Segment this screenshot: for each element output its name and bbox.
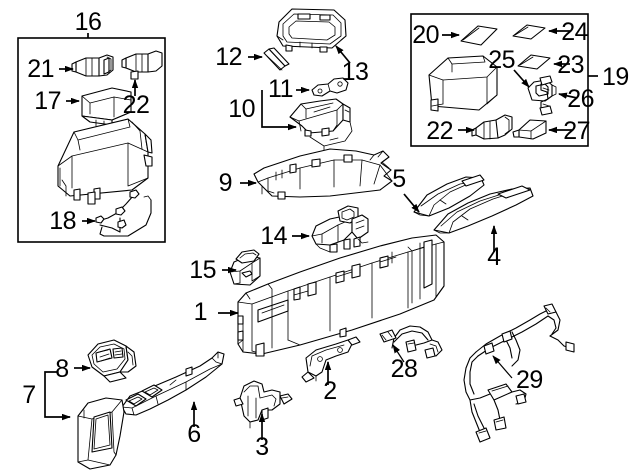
callout-19: 19 bbox=[602, 63, 629, 91]
part-12-console-lid-hinge-rod bbox=[263, 47, 290, 71]
part-24-console-box-lid-pad bbox=[512, 24, 546, 40]
group-box-16 bbox=[17, 33, 166, 243]
callout-27: 27 bbox=[563, 117, 590, 145]
group-16-border bbox=[17, 37, 166, 243]
callout-3: 3 bbox=[255, 433, 268, 461]
part-15-console-control-switch-knob bbox=[229, 249, 261, 286]
callout-8: 8 bbox=[55, 355, 68, 383]
callout-1: 1 bbox=[194, 298, 207, 326]
callout-21: 21 bbox=[27, 55, 54, 83]
part-console-box-body bbox=[428, 55, 498, 112]
part-21-cigarette-lighter-socket bbox=[71, 54, 114, 77]
callout-26: 26 bbox=[567, 85, 594, 113]
callout-24: 24 bbox=[561, 18, 588, 46]
part-11-console-tray-clip bbox=[311, 77, 349, 97]
part-13-console-upper-lid-panel bbox=[276, 8, 347, 53]
callout-5: 5 bbox=[392, 165, 405, 193]
part-2-console-mounting-bracket-right bbox=[301, 336, 361, 383]
callout-20: 20 bbox=[412, 21, 439, 49]
part-20-console-box-upper-pad bbox=[460, 25, 498, 46]
callout-10: 10 bbox=[228, 95, 255, 123]
callout-17: 17 bbox=[34, 87, 61, 115]
callout-25: 25 bbox=[488, 46, 515, 74]
part-18-armrest-wiring-harness bbox=[95, 189, 152, 237]
group-box-19 bbox=[410, 13, 598, 147]
part-26-console-box-hinge-strap bbox=[539, 75, 553, 116]
part-22-power-outlet-socket bbox=[121, 50, 163, 80]
callout-15: 15 bbox=[189, 256, 216, 284]
part-14-shift-control-unit bbox=[311, 205, 369, 253]
part-23-console-box-small-pad bbox=[517, 54, 551, 70]
part-28-console-wiring-harness-short bbox=[379, 325, 443, 359]
callout-14: 14 bbox=[260, 222, 287, 250]
callout-2: 2 bbox=[323, 377, 336, 405]
callout-23: 23 bbox=[557, 51, 584, 79]
callout-22: 22 bbox=[123, 91, 150, 119]
callout-11: 11 bbox=[268, 75, 293, 103]
callout-9: 9 bbox=[219, 169, 232, 197]
part-1-center-console-body bbox=[237, 234, 445, 357]
part-10-console-storage-tray bbox=[289, 98, 351, 137]
callout-28: 28 bbox=[391, 355, 418, 383]
part-8-rear-console-vent-grille bbox=[87, 339, 137, 383]
callout-7: 7 bbox=[22, 381, 35, 409]
part-6-rear-console-air-duct bbox=[121, 351, 225, 416]
callout-numbers: 1 2 3 4 5 6 7 8 9 10 11 12 13 14 15 16 1… bbox=[22, 8, 629, 461]
part-7-rear-console-vent-assembly bbox=[77, 397, 125, 470]
callout-22b: 22 bbox=[426, 117, 453, 145]
callout-13: 13 bbox=[342, 58, 369, 86]
callout-leaders bbox=[44, 27, 578, 440]
part-4-console-side-trim-lower bbox=[433, 185, 534, 234]
callout-29: 29 bbox=[516, 366, 543, 394]
part-22b-power-outlet-socket bbox=[471, 114, 513, 140]
callout-18: 18 bbox=[49, 207, 76, 235]
callout-12: 12 bbox=[215, 43, 242, 71]
part-5-console-side-trim-upper bbox=[413, 174, 485, 217]
group-19-border bbox=[410, 13, 589, 147]
callout-4: 4 bbox=[487, 243, 501, 271]
part-29-console-main-wiring-harness bbox=[463, 303, 575, 443]
callout-6: 6 bbox=[187, 420, 200, 448]
part-27-console-box-end-cap bbox=[512, 119, 547, 140]
part-9-console-upper-trim-frame bbox=[253, 148, 393, 200]
callout-16: 16 bbox=[75, 8, 102, 36]
part-armrest-lid-assembly bbox=[57, 118, 153, 205]
